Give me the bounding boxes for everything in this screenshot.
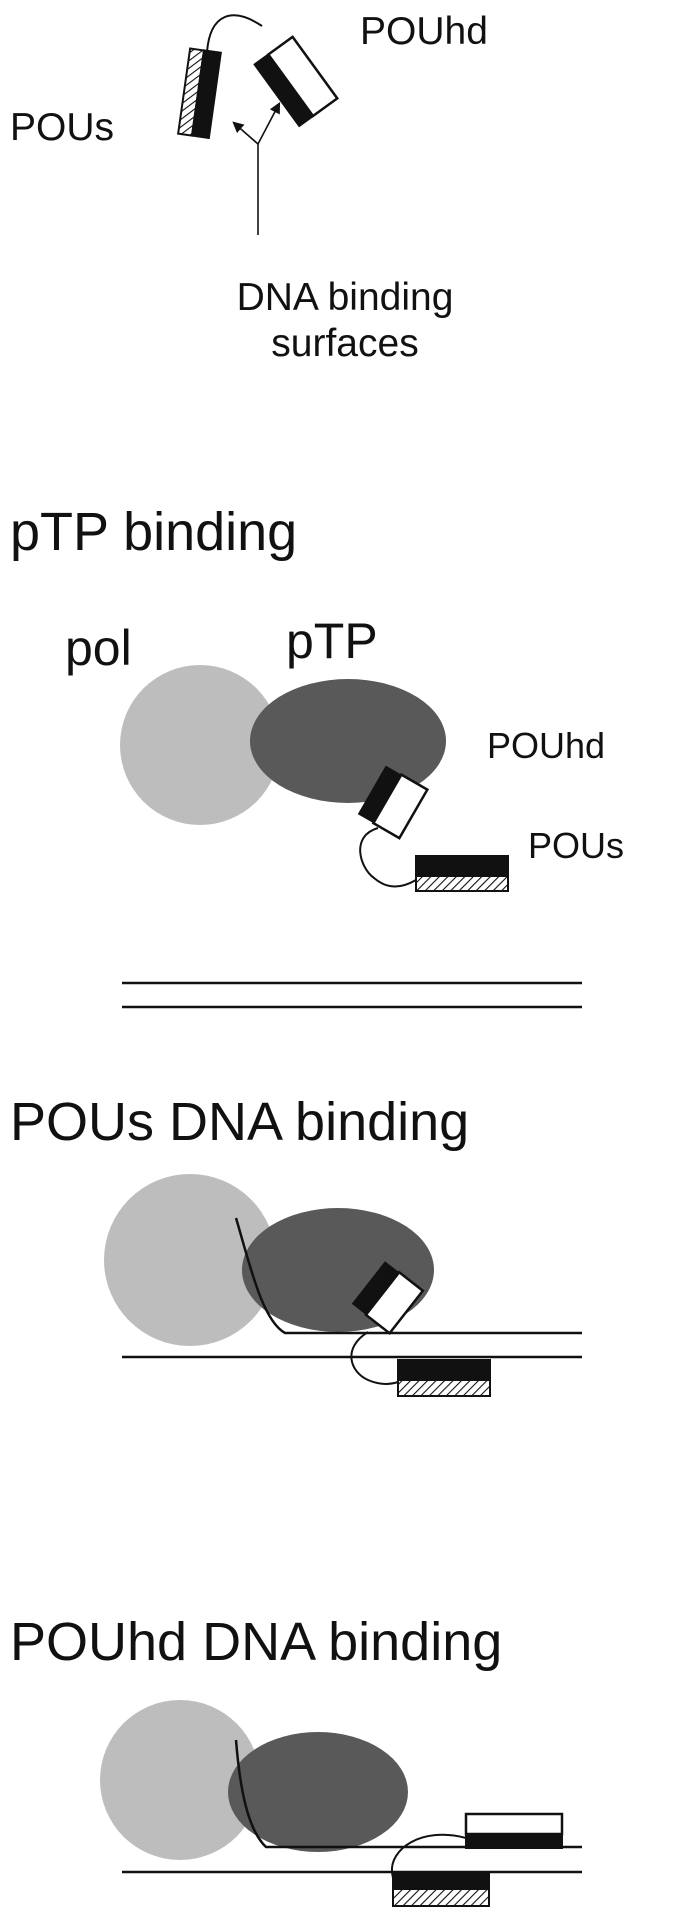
pol-label: pol bbox=[65, 620, 132, 676]
panel-pouhd-dna-binding: POUhd DNA binding bbox=[10, 1612, 582, 1907]
pous-domain bbox=[392, 1872, 490, 1907]
dna-strand-top bbox=[234, 1739, 582, 1849]
panel-pous-dna-binding: POUs DNA binding bbox=[10, 1092, 582, 1397]
section-title-ptp-binding: pTP binding bbox=[10, 502, 297, 562]
pointer-arrow-right bbox=[257, 102, 281, 145]
pous-domain bbox=[177, 47, 222, 140]
ptp-ellipse bbox=[228, 1732, 408, 1852]
linker-line bbox=[206, 14, 263, 53]
section-title-pous-dna-binding: POUs DNA binding bbox=[10, 1092, 469, 1152]
ptp-ellipse bbox=[250, 679, 446, 803]
pous-label: POUs bbox=[528, 825, 624, 866]
linker-line bbox=[350, 1331, 399, 1385]
pous-domain bbox=[397, 1359, 491, 1397]
pol-circle bbox=[120, 665, 280, 825]
pouhd-domain bbox=[351, 1261, 425, 1336]
pouhd-label: POUhd bbox=[360, 10, 488, 53]
linker-line bbox=[359, 827, 417, 888]
ptp-label: pTP bbox=[286, 613, 378, 669]
dna-strand-top bbox=[234, 1217, 582, 1335]
panel-isolated-pou: POUs POUhd DNA binding surfaces bbox=[10, 10, 488, 365]
pouhd-domain bbox=[464, 1812, 564, 1849]
pouhd-domain bbox=[253, 35, 340, 128]
pouhd-domain bbox=[357, 765, 430, 840]
section-title-pouhd-dna-binding: POUhd DNA binding bbox=[10, 1612, 502, 1672]
pointer-arrow-left bbox=[232, 121, 259, 145]
pol-circle bbox=[104, 1174, 276, 1346]
dna-surfaces-label-line2: surfaces bbox=[271, 322, 418, 365]
pous-domain bbox=[415, 855, 509, 892]
pous-label: POUs bbox=[10, 106, 114, 149]
dna-surfaces-label-line1: DNA binding bbox=[237, 276, 454, 319]
pouhd-label: POUhd bbox=[487, 725, 605, 766]
panel-ptp-binding: pTP binding pol pTP POUhd POUs bbox=[10, 502, 624, 1009]
pol-circle bbox=[100, 1700, 260, 1860]
